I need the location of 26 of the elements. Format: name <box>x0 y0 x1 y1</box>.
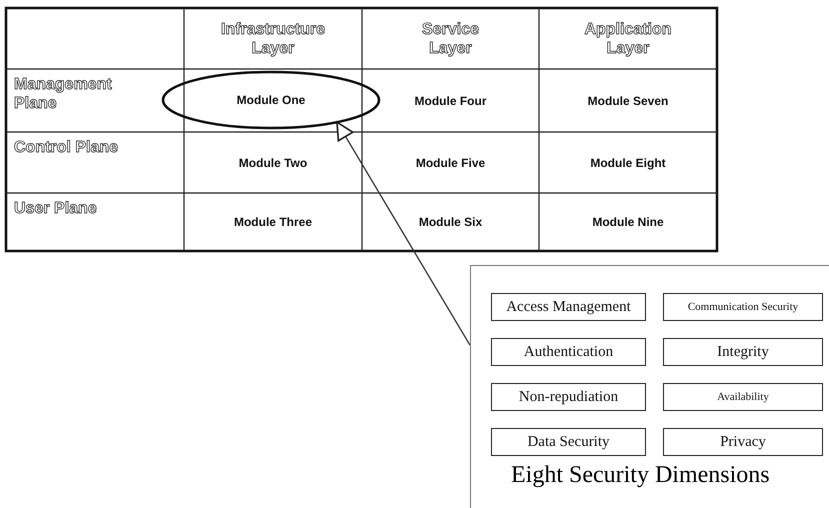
module-label: Module Five <box>414 154 486 172</box>
column-header: Application Layer <box>583 20 673 59</box>
column-header: Service Layer <box>421 20 480 59</box>
dimension-box: Communication Security <box>663 293 823 321</box>
dimension-box: Availability <box>663 383 823 411</box>
row-header: User Plane <box>13 199 98 219</box>
dimensions-panel <box>470 265 829 508</box>
module-label: Module Four <box>414 92 488 110</box>
module-label: Module Two <box>238 154 308 172</box>
dimension-box: Authentication <box>491 338 646 366</box>
dimension-box: Privacy <box>663 428 823 456</box>
module-label: Module Seven <box>586 92 670 110</box>
module-label: Module Nine <box>591 214 665 231</box>
arrow <box>336 121 471 346</box>
dimension-box: Access Management <box>491 293 646 321</box>
module-label: Module Three <box>232 214 313 231</box>
dimension-box: Integrity <box>663 338 823 366</box>
row-header: Management Plane <box>13 75 113 114</box>
highlight-ellipse: Module One <box>161 70 381 130</box>
dimension-box: Data Security <box>491 428 646 456</box>
row-header: Control Plane <box>13 138 120 158</box>
module-label: Module Eight <box>589 154 667 172</box>
column-header: Infrastructure Layer <box>220 20 326 59</box>
module-label: Module Six <box>418 214 484 231</box>
dimension-box: Non-repudiation <box>491 383 646 411</box>
panel-title: Eight Security Dimensions <box>511 462 770 489</box>
